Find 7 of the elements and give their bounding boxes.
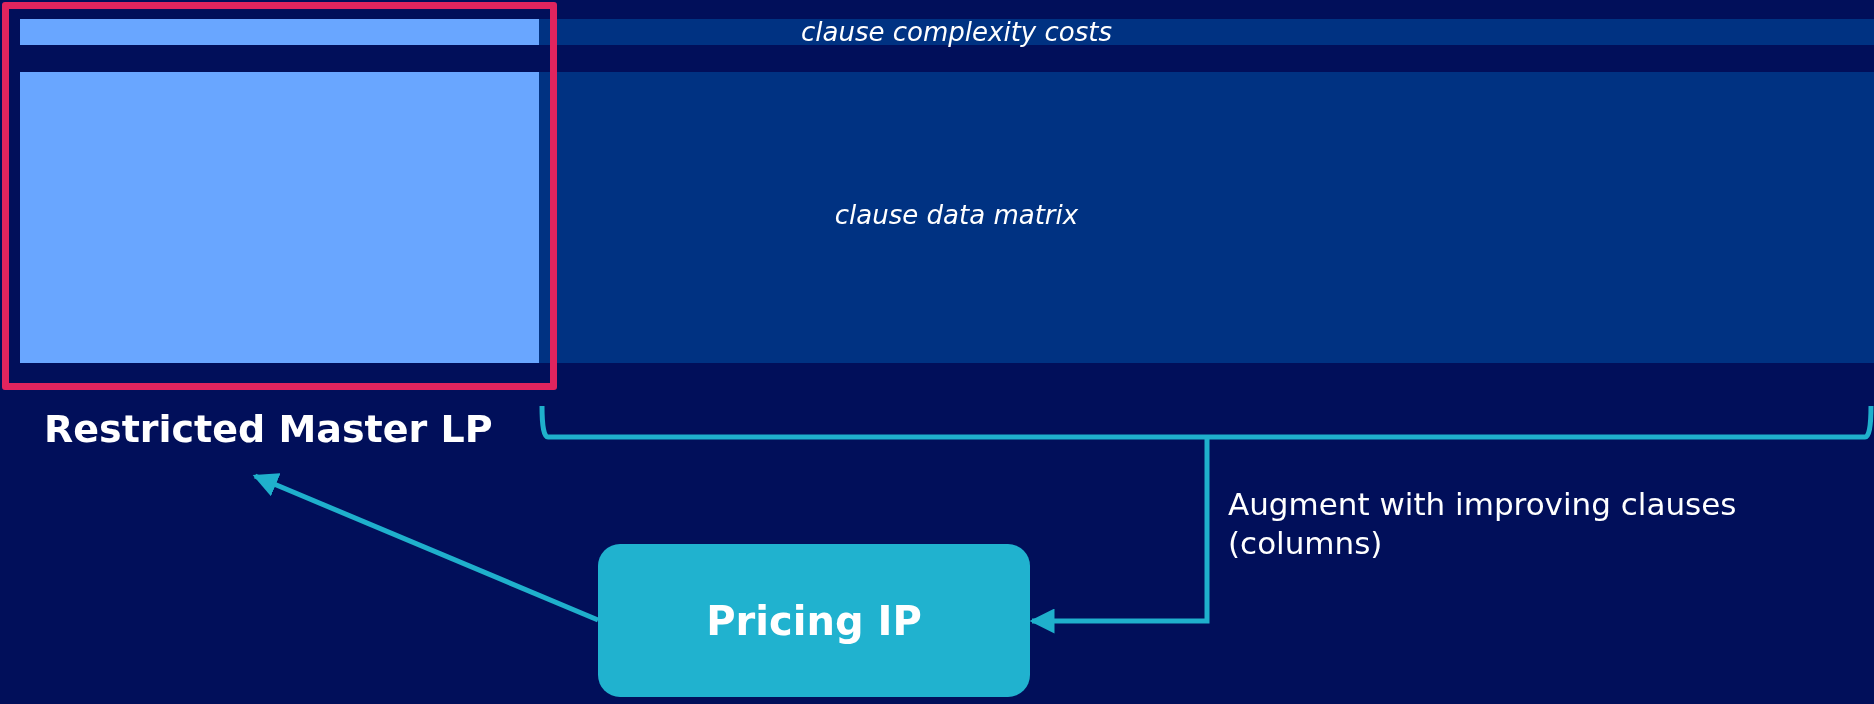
box-label: Pricing IP xyxy=(706,597,922,644)
process-box xyxy=(598,544,1030,697)
matrix-band xyxy=(539,72,1874,440)
band-label: clause data matrix xyxy=(834,200,1079,230)
frame-heading: Restricted Master LP xyxy=(44,407,493,451)
band-label: clause complexity costs xyxy=(801,17,1112,47)
arrow xyxy=(252,473,599,623)
